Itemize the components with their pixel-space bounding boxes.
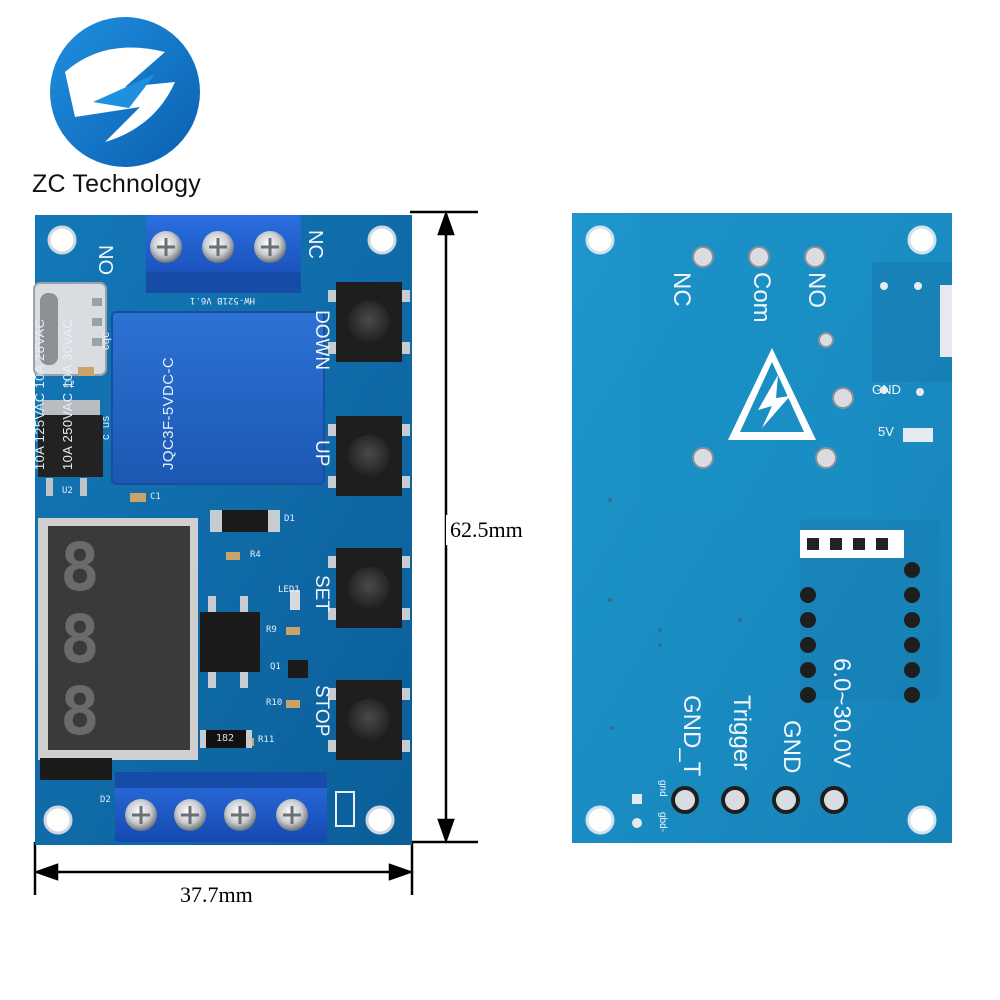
label-d2: D2: [100, 795, 111, 805]
label-r9: R9: [266, 625, 277, 635]
brand-name: ZC Technology: [32, 170, 201, 198]
label-r4: R4: [250, 550, 261, 560]
label-c2: C2: [64, 380, 75, 390]
button-up[interactable]: [328, 416, 410, 496]
input-solder-pins: [671, 786, 848, 814]
label-d1: D1: [284, 514, 295, 524]
resistor-code: 182: [216, 733, 235, 744]
push-buttons: [328, 282, 410, 760]
led1: [290, 590, 300, 610]
back-label-gnd-lower: gnd: [657, 780, 668, 797]
relay-solder-pins: [692, 246, 854, 469]
label-q1: Q1: [270, 662, 281, 672]
zc-logo-icon: [50, 17, 200, 167]
back-label-nc: NC: [668, 272, 695, 307]
label-r10: R10: [266, 698, 283, 708]
back-label-gbd: gbd-: [657, 812, 668, 833]
relay-terminal-block: [146, 215, 301, 293]
resistor-182: [200, 730, 252, 748]
back-label-gnd-t: GND_T: [678, 695, 705, 777]
display-digits: 8 8 8: [60, 532, 180, 748]
transistor-q1: [288, 660, 308, 678]
back-mounting-holes: [585, 225, 937, 835]
button-stop[interactable]: [328, 680, 410, 760]
brand-logo: [45, 12, 205, 172]
high-voltage-warning-icon: [728, 348, 816, 440]
relay: [111, 311, 325, 485]
voltage-regulator: [38, 400, 103, 496]
seven-segment-display: [38, 518, 198, 780]
digit-1: 8: [60, 529, 100, 606]
back-label-5v: 5V: [878, 424, 894, 439]
label-c1: C1: [150, 492, 161, 502]
back-label-trigger: Trigger: [728, 695, 755, 771]
digit-2: 8: [60, 601, 100, 678]
button-set[interactable]: [328, 548, 410, 628]
height-dimension: 62.5mm: [446, 515, 527, 545]
mounting-holes: [43, 225, 397, 835]
width-dimension: 37.7mm: [176, 880, 257, 910]
display-pins: [800, 562, 920, 703]
label-u2: U2: [62, 486, 73, 496]
back-label-com: Com: [748, 272, 775, 323]
digit-3: 8: [60, 673, 100, 750]
back-label-gnd: GND: [778, 720, 805, 774]
input-terminal-block: [115, 772, 327, 842]
back-label-no: NO: [803, 272, 830, 308]
diode-d1: [210, 510, 280, 532]
back-label-gnd-small: GND: [872, 382, 901, 397]
usb-c-port: [33, 282, 107, 376]
label-r11: R11: [258, 735, 275, 745]
optocoupler: [200, 596, 260, 688]
label-led1: LED1: [278, 585, 300, 595]
back-label-voltage: 6.0~30.0V: [828, 658, 855, 769]
button-down[interactable]: [328, 282, 410, 362]
